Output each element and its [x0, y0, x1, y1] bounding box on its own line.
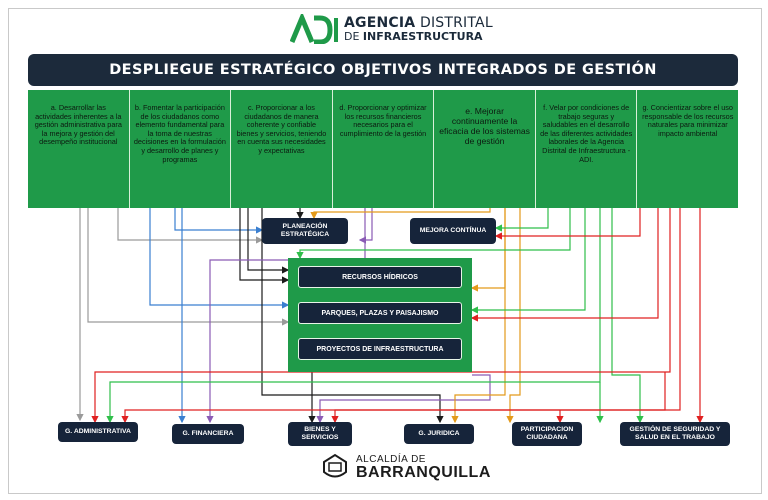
node-g-financiera: G. FINANCIERA — [172, 424, 244, 444]
node-planeacion: PLANEACIÓN ESTRATÉGICA — [262, 218, 348, 244]
footer-line1: ALCALDÍA DE — [356, 454, 426, 465]
node-participacion: PARTICIPACION CIUDADANA — [512, 422, 582, 446]
agency-name: AGENCIA DISTRITAL DE INFRAESTRUCTURA — [344, 16, 493, 44]
agency-name-de: DE — [344, 30, 363, 43]
objective-f: f. Velar por condiciones de trabajo segu… — [535, 90, 638, 208]
agency-name-infra: INFRAESTRUCTURA — [362, 30, 483, 43]
objectives-row: a. Desarrollar las actividades inherente… — [28, 90, 739, 208]
objective-g: g. Concientizar sobre el uso responsable… — [637, 90, 739, 208]
objective-c: c. Proporcionar a los ciudadanos de mane… — [231, 90, 333, 208]
objective-b: b. Fomentar la participación de los ciud… — [129, 90, 232, 208]
agency-name-bold: AGENCIA — [344, 15, 416, 31]
page-title: DESPLIEGUE ESTRATÉGICO OBJETIVOS INTEGRA… — [28, 54, 738, 86]
footer-line2: BARRANQUILLA — [356, 464, 491, 481]
node-g-administrativa: G. ADMINISTRATIVA — [58, 422, 138, 442]
node-g-juridica: G. JURIDICA — [404, 424, 474, 444]
objective-e: e. Mejorar continuamente la eficacia de … — [434, 90, 536, 208]
adi-logo: AGENCIA DISTRITAL DE INFRAESTRUCTURA — [289, 11, 493, 48]
node-sst: GESTIÓN DE SEGURIDAD Y SALUD EN EL TRABA… — [620, 422, 730, 446]
adi-logo-icon — [289, 11, 338, 45]
node-bienes-servicios: BIENES Y SERVICIOS — [288, 422, 352, 446]
node-mejora: MEJORA CONTÍNUA — [410, 218, 496, 244]
node-recursos-hidricos: RECURSOS HÍDRICOS — [298, 266, 462, 288]
alcaldia-logo: ALCALDÍA DE BARRANQUILLA — [318, 450, 490, 486]
objective-d: d. Proporcionar y optimizar los recursos… — [332, 90, 435, 208]
agency-name-regular: DISTRITAL — [415, 15, 493, 31]
node-proyectos: PROYECTOS DE INFRAESTRUCTURA — [298, 338, 462, 360]
node-parques: PARQUES, PLAZAS Y PAISAJISMO — [298, 302, 462, 324]
city-seal-icon — [323, 453, 347, 478]
page-frame — [8, 8, 762, 494]
missional-processes-box: RECURSOS HÍDRICOS PARQUES, PLAZAS Y PAIS… — [288, 258, 472, 372]
objective-a: a. Desarrollar las actividades inherente… — [28, 90, 130, 208]
